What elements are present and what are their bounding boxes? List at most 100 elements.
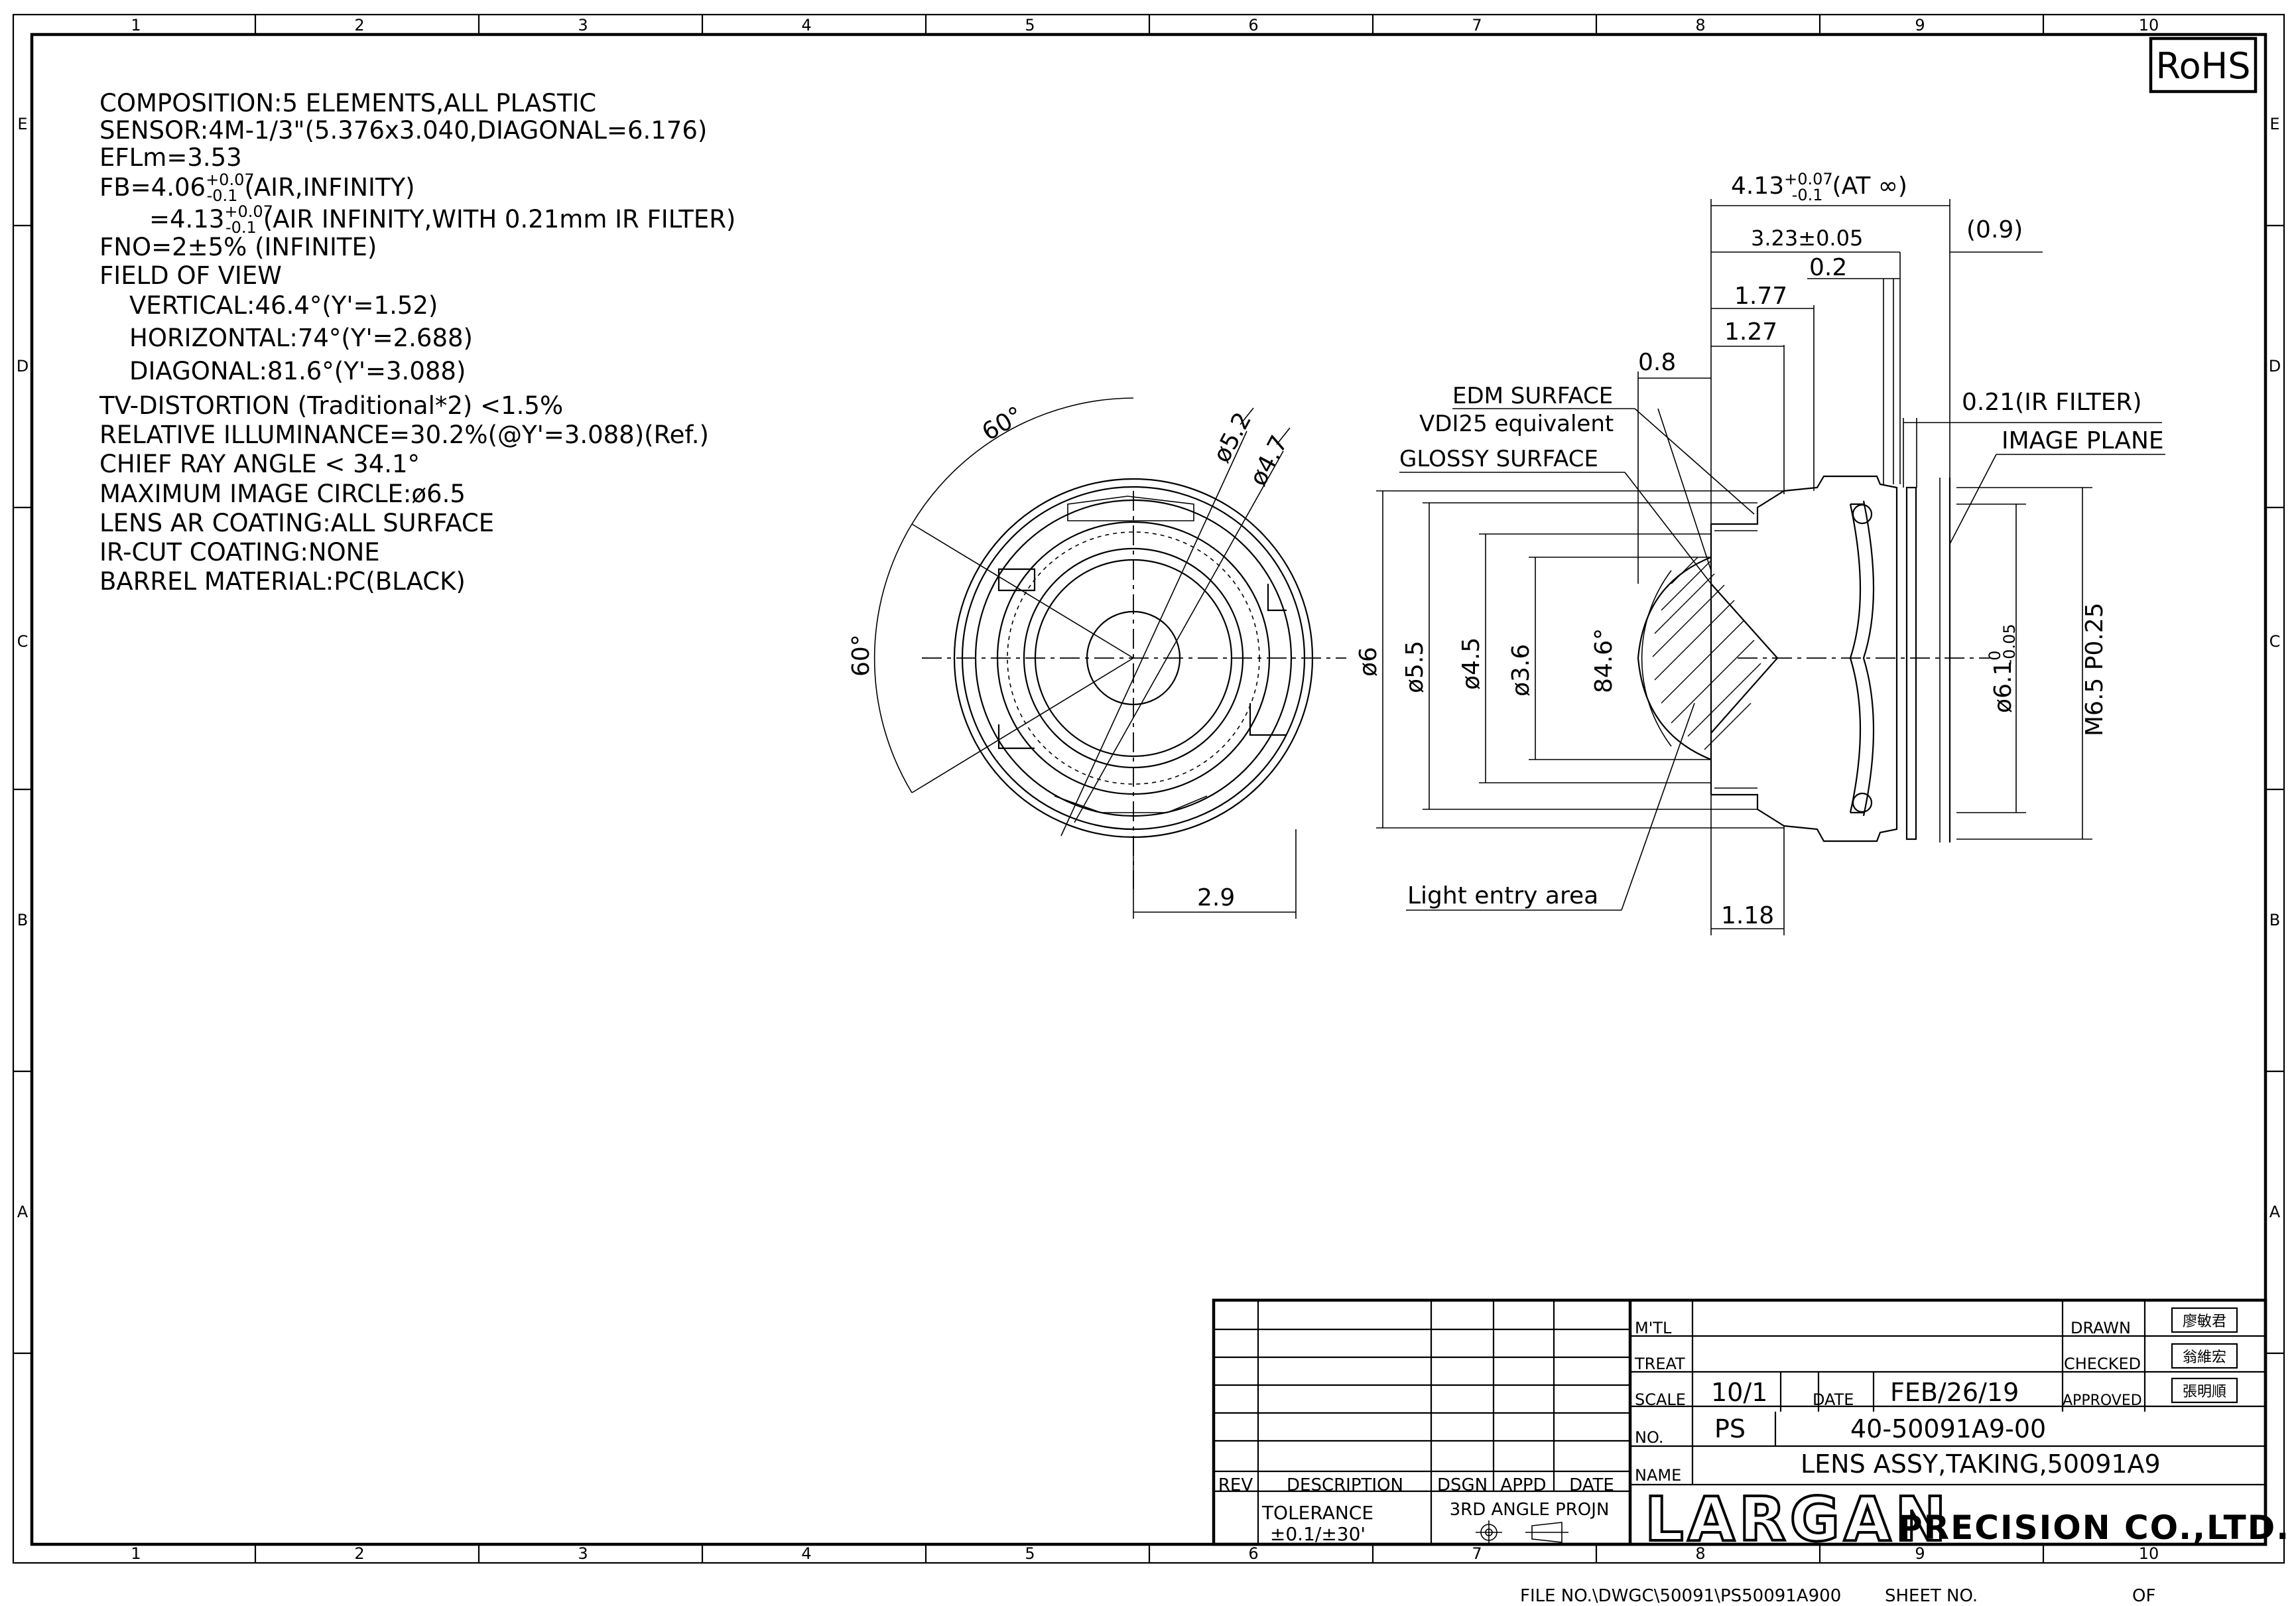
scale-label: SCALE [1635, 1390, 1686, 1409]
col-label: 6 [1248, 16, 1258, 34]
row-label: D [2269, 357, 2281, 375]
dim-0-9: (0.9) [1966, 216, 2023, 243]
col-label: 3 [578, 16, 588, 34]
note-fb-ir: =4.13+0.07-0.1(AIR INFINITY,WITH 0.21mm … [149, 202, 735, 237]
col-label: 7 [1472, 16, 1482, 34]
no-value: 40-50091A9-00 [1850, 1414, 2046, 1443]
rev-header-appd: APPD [1500, 1475, 1546, 1495]
dim-dia-6: ø6 [1355, 647, 1382, 677]
row-label: B [17, 911, 28, 929]
dim-0-8: 0.8 [1638, 349, 1676, 376]
row-label: A [17, 1203, 29, 1221]
dim-dia-5-2: ø5.2 [1208, 408, 1257, 467]
no-prefix: PS [1714, 1414, 1746, 1443]
spec-notes: COMPOSITION:5 ELEMENTS,ALL PLASTIC SENSO… [99, 89, 735, 596]
approved-stamp: 張明順 [2183, 1384, 2226, 1400]
col-label: 10 [2139, 16, 2159, 34]
sheet-no: SHEET NO. [1885, 1586, 1978, 1606]
col-label: 10 [2139, 1544, 2159, 1563]
file-no: FILE NO.\DWGC\50091\PS50091A900 [1520, 1586, 1841, 1606]
dim-ir-filter: 0.21(IR FILTER) [1962, 389, 2142, 416]
row-label: E [2269, 115, 2279, 133]
row-label: B [2269, 911, 2280, 929]
row-label: D [17, 357, 29, 375]
tolerance-value: ±0.1/±30' [1270, 1523, 1366, 1545]
col-label: 5 [1025, 1544, 1035, 1563]
col-label: 2 [354, 16, 364, 34]
note-efl: EFLm=3.53 [99, 143, 242, 172]
dim-dia-4-5: ø4.5 [1458, 637, 1485, 690]
col-label: 9 [1915, 16, 1925, 34]
label-vdi25: VDI25 equivalent [1419, 411, 1614, 437]
rev-header-date: DATE [1569, 1475, 1614, 1495]
approved-label: APPROVED [2063, 1392, 2142, 1409]
col-label: 7 [1472, 1544, 1482, 1563]
side-view: 4.13+0.07-0.1(AT ∞) 3.23±0.05 (0.9) 0.2 … [1355, 170, 2165, 935]
note-fno: FNO=2±5% (INFINITE) [99, 233, 377, 261]
dim-dia-3-6: ø3.6 [1507, 644, 1535, 697]
col-label: 1 [131, 1544, 141, 1563]
note-composition: COMPOSITION:5 ELEMENTS,ALL PLASTIC [99, 89, 596, 117]
dim-thread: M6.5 P0.25 [2081, 602, 2108, 736]
note-fov-horizontal: HORIZONTAL:74°(Y'=2.688) [129, 324, 473, 352]
col-label: 8 [1695, 16, 1705, 34]
rohs-mark: RoHS [2149, 36, 2258, 94]
checked-stamp: 翁維宏 [2183, 1349, 2226, 1366]
projection-label: 3RD ANGLE PROJN [1450, 1500, 1610, 1520]
col-label: 3 [578, 1544, 588, 1563]
checked-label: CHECKED [2064, 1355, 2141, 1373]
dim-1-27: 1.27 [1724, 318, 1777, 346]
dim-field-angle: 84.6° [1590, 628, 1618, 693]
title-block: REV DESCRIPTION DSGN APPD DATE TOLERANCE… [1212, 1298, 2290, 1556]
rev-header-description: DESCRIPTION [1287, 1475, 1403, 1495]
dim-dia-6-1: ø6.10-0.05 [1986, 624, 2019, 713]
drawn-label: DRAWN [2071, 1319, 2131, 1337]
label-light-entry: Light entry area [1407, 882, 1598, 909]
col-label: 8 [1695, 1544, 1705, 1563]
row-label: E [17, 115, 27, 133]
rev-header-dsgn: DSGN [1437, 1475, 1488, 1495]
company-logo: LARGAN [1645, 1484, 1950, 1555]
rev-header-rev: REV [1218, 1475, 1253, 1495]
col-label: 6 [1248, 1544, 1258, 1563]
dim-1-18: 1.18 [1721, 902, 1774, 929]
dim-3-23: 3.23±0.05 [1751, 226, 1863, 251]
dim-2-9: 2.9 [1197, 884, 1235, 911]
note-cra: CHIEF RAY ANGLE < 34.1° [99, 450, 420, 478]
col-label: 5 [1025, 16, 1035, 34]
note-sensor: SENSOR:4M-1/3"(5.376x3.040,DIAGONAL=6.17… [99, 116, 707, 145]
dim-angle-left: 60° [848, 634, 875, 677]
sheet-of: OF [2132, 1586, 2155, 1606]
col-label: 4 [801, 1544, 811, 1563]
col-label: 9 [1915, 1544, 1925, 1563]
tolerance-label: TOLERANCE [1261, 1502, 1373, 1524]
note-fov-vertical: VERTICAL:46.4°(Y'=1.52) [129, 291, 438, 320]
footer: FILE NO.\DWGC\50091\PS50091A900 SHEET NO… [1520, 1586, 2155, 1606]
dim-dia-4-7: ø4.7 [1245, 431, 1293, 490]
company-suffix: PRECISION CO.,LTD. [1898, 1508, 2290, 1547]
note-barrel: BARREL MATERIAL:PC(BLACK) [99, 567, 466, 596]
label-edm-surface: EDM SURFACE [1452, 383, 1613, 409]
scale-value: 10/1 [1711, 1378, 1767, 1407]
sheet-border: 1 2 3 4 5 6 7 8 9 10 1 2 3 4 5 6 7 8 9 1… [12, 13, 2285, 1564]
dim-dia-5-5: ø5.5 [1401, 641, 1429, 693]
note-fov-diagonal: DIAGONAL:81.6°(Y'=3.088) [129, 357, 466, 385]
col-label: 1 [131, 16, 141, 34]
label-glossy-surface: GLOSSY SURFACE [1399, 446, 1598, 472]
name-label: NAME [1635, 1466, 1681, 1485]
dim-1-77: 1.77 [1734, 283, 1787, 310]
dim-total-length: 4.13+0.07-0.1(AT ∞) [1731, 170, 1907, 204]
note-ar-coating: LENS AR COATING:ALL SURFACE [99, 509, 494, 537]
note-image-circle: MAXIMUM IMAGE CIRCLE:ø6.5 [99, 480, 466, 508]
drawn-stamp: 廖敏君 [2183, 1313, 2226, 1330]
row-label: A [2269, 1203, 2281, 1221]
col-label: 4 [801, 16, 811, 34]
dim-0-2: 0.2 [1809, 254, 1847, 281]
date-label: DATE [1813, 1390, 1854, 1409]
row-label: C [2269, 632, 2281, 651]
row-label: C [17, 632, 29, 651]
note-fov: FIELD OF VIEW [99, 261, 282, 290]
svg-text:RoHS: RoHS [2155, 45, 2250, 87]
note-ir-coating: IR-CUT COATING:NONE [99, 538, 380, 567]
